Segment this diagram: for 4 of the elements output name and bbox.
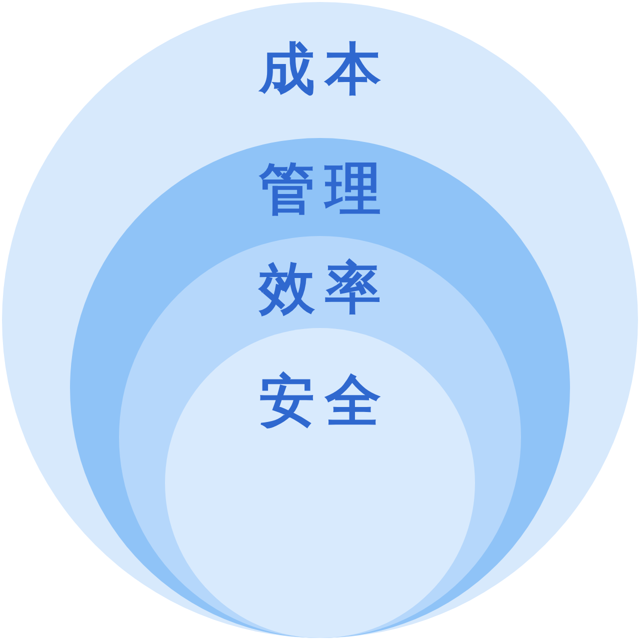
layer-label: 成本 bbox=[258, 38, 391, 102]
layer-label: 效率 bbox=[257, 257, 391, 321]
layer-label: 安全 bbox=[258, 370, 391, 434]
layer-label: 管理 bbox=[258, 158, 391, 222]
